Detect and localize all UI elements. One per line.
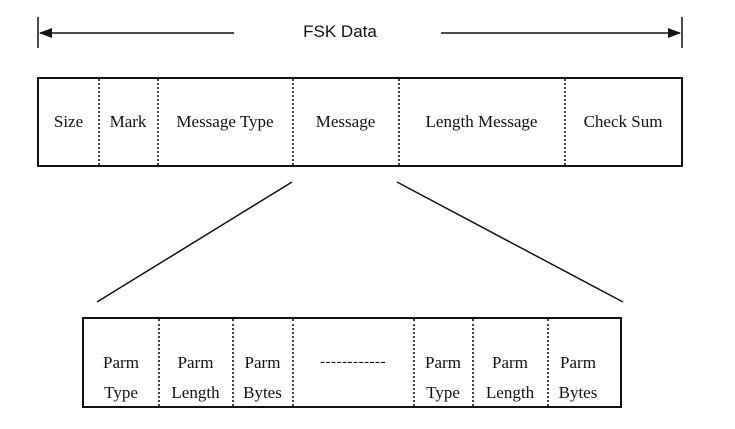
field-divider	[98, 79, 100, 165]
message-parameters: Parm Type Parm Length Parm Bytes -------…	[82, 317, 622, 408]
parm-sublabel: Type	[104, 383, 138, 402]
field-divider	[157, 79, 159, 165]
parm-sublabel: Length	[485, 383, 535, 402]
parm-sublabel: Type	[426, 383, 460, 402]
span-arrowhead-right	[668, 28, 681, 38]
parm-bytes-cell: Parm Bytes	[548, 319, 608, 406]
parm-length-cell: Parm Length	[159, 319, 232, 406]
field-message-type: Message Type	[176, 112, 274, 131]
parm-length-cell: Parm Length	[473, 319, 547, 406]
parm-label: Parm	[492, 353, 528, 372]
field-message: Message	[315, 112, 376, 131]
parm-sublabel: Bytes	[243, 383, 282, 402]
parm-sublabel: Length	[171, 383, 220, 402]
parm-label: Parm	[103, 353, 139, 372]
expansion-line-right	[396, 181, 624, 303]
parm-type-cell: Parm Type	[414, 319, 472, 406]
parm-divider	[413, 319, 415, 406]
parm-label: Parm	[425, 353, 461, 372]
parm-label: Parm	[560, 353, 596, 372]
parm-divider	[547, 319, 549, 406]
field-length-message: Length Message	[425, 112, 538, 131]
parm-divider	[232, 319, 234, 406]
parm-divider	[472, 319, 474, 406]
field-divider	[292, 79, 294, 165]
field-size: Size	[53, 112, 84, 131]
parm-label: Parm	[244, 353, 281, 372]
parm-ellipsis-cell: ------------	[293, 319, 413, 406]
field-divider	[564, 79, 566, 165]
parm-divider	[158, 319, 160, 406]
parm-ellipsis: ------------	[320, 354, 386, 370]
field-divider	[398, 79, 400, 165]
field-check-sum: Check Sum	[583, 112, 663, 131]
expansion-line-left	[96, 181, 293, 303]
parm-sublabel: Bytes	[558, 383, 598, 402]
field-mark: Mark	[109, 112, 147, 131]
diagram-title: FSK Data	[303, 22, 377, 41]
parm-bytes-cell: Parm Bytes	[233, 319, 292, 406]
parm-divider	[292, 319, 294, 406]
fsk-packet: Size Mark Message Type Message Length Me…	[37, 77, 683, 167]
span-arrowhead-left	[39, 28, 52, 38]
parm-type-cell: Parm Type	[84, 319, 158, 406]
parm-label: Parm	[177, 353, 214, 372]
